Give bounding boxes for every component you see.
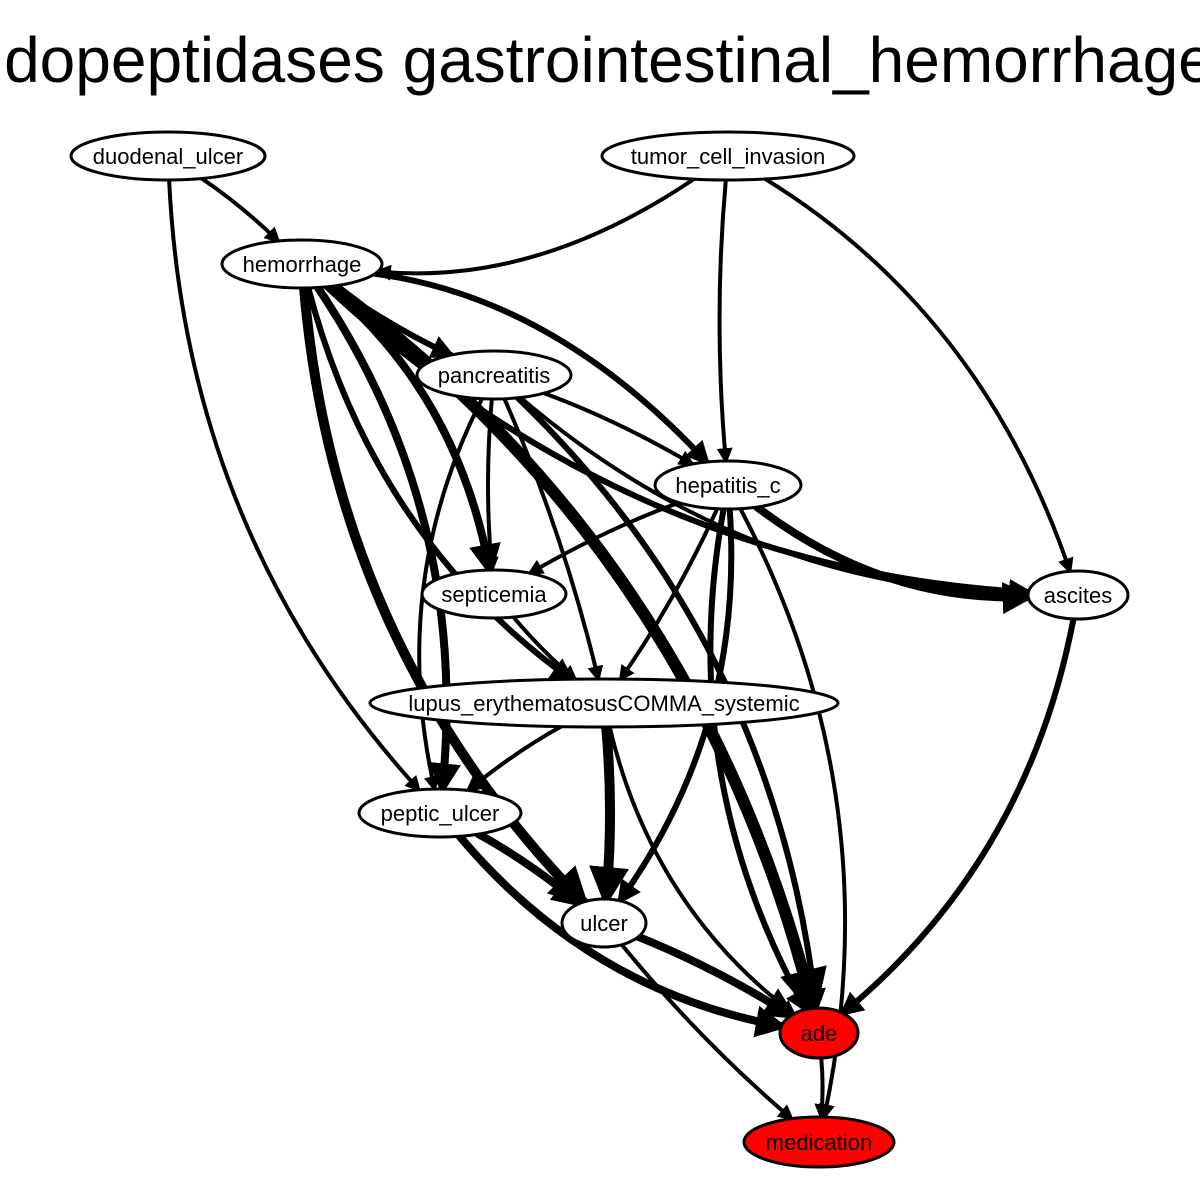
node-peptic_ulcer[interactable]: peptic_ulcer bbox=[357, 787, 523, 839]
edge-pancreatitis-to-septicemia bbox=[482, 396, 499, 574]
edge-hepatitis_c-to-ade bbox=[707, 505, 809, 1014]
node-shape-medication bbox=[742, 1115, 896, 1169]
edge-tumor_cell_invasion-to-ascites bbox=[763, 176, 1074, 575]
edge-ascites-to-ade bbox=[839, 615, 1077, 1017]
node-label-pancreatitis: pancreatitis bbox=[438, 363, 551, 388]
edge-tumor_cell_invasion-to-hemorrhage bbox=[374, 177, 696, 281]
node-label-peptic_ulcer: peptic_ulcer bbox=[381, 801, 500, 826]
node-ulcer[interactable]: ulcer bbox=[560, 897, 648, 949]
node-label-tumor_cell_invasion: tumor_cell_invasion bbox=[631, 144, 825, 169]
edge-ulcer-to-medication bbox=[619, 942, 795, 1121]
node-ascites[interactable]: ascites bbox=[1026, 569, 1130, 621]
node-duodenal_ulcer[interactable]: duodenal_ulcer bbox=[69, 130, 267, 182]
node-label-ascites: ascites bbox=[1044, 583, 1112, 608]
node-shape-ulcer bbox=[560, 897, 648, 949]
node-shape-pancreatitis bbox=[415, 349, 573, 401]
edge-lupus-to-ulcer bbox=[589, 721, 629, 907]
edge-hemorrhage-to-septicemia bbox=[324, 282, 501, 577]
edge-duodenal_ulcer-to-peptic_ulcer bbox=[167, 177, 422, 793]
node-label-ade: ade bbox=[801, 1021, 838, 1046]
node-shape-hemorrhage bbox=[220, 238, 384, 290]
node-label-hepatitis_c: hepatitis_c bbox=[675, 473, 780, 498]
node-label-ulcer: ulcer bbox=[580, 911, 628, 936]
node-layer: duodenal_ulcer tumor_cell_invasionhemorrh… bbox=[69, 130, 1130, 1169]
edge-layer bbox=[167, 176, 1077, 1121]
node-shape-lupus bbox=[368, 677, 840, 729]
edge-peptic_ulcer-to-ulcer bbox=[474, 830, 585, 908]
edge-hepatitis_c-to-ascites bbox=[752, 503, 1035, 615]
edge-hemorrhage-to-ulcer bbox=[299, 282, 590, 908]
node-tumor_cell_invasion[interactable]: tumor_cell_invasion bbox=[600, 130, 856, 182]
edge-hemorrhage-to-ascites bbox=[323, 283, 1034, 604]
edge-hepatitis_c-to-septicemia bbox=[527, 500, 681, 576]
edge-peptic_ulcer-to-ade bbox=[455, 832, 788, 1038]
node-ade[interactable]: ade bbox=[778, 1006, 860, 1060]
node-label-septicemia: septicemia bbox=[441, 582, 547, 607]
node-label-medication: medication bbox=[766, 1130, 872, 1155]
node-shape-ascites bbox=[1026, 569, 1130, 621]
edge-duodenal_ulcer-to-hemorrhage bbox=[199, 176, 281, 244]
node-label-lupus: lupus_erythematosusCOMMA_systemic bbox=[408, 691, 799, 716]
edge-hepatitis_c-to-lupus bbox=[618, 506, 720, 682]
edge-ade-to-medication bbox=[814, 1055, 831, 1121]
node-shape-duodenal_ulcer bbox=[69, 130, 267, 182]
edge-ulcer-to-ade bbox=[634, 932, 797, 1020]
edge-lupus-to-ade bbox=[607, 724, 797, 1016]
edge-pancreatitis-to-hepatitis_c bbox=[542, 391, 695, 467]
node-shape-peptic_ulcer bbox=[357, 787, 523, 839]
edge-septicemia-to-lupus bbox=[511, 615, 578, 682]
edge-pancreatitis-to-lupus bbox=[502, 396, 604, 683]
node-medication[interactable]: medication bbox=[742, 1115, 896, 1169]
node-lupus[interactable]: lupus_erythematosusCOMMA_systemic bbox=[368, 677, 840, 729]
node-septicemia[interactable]: septicemia bbox=[420, 568, 568, 620]
node-shape-hepatitis_c bbox=[653, 459, 803, 511]
node-pancreatitis[interactable]: pancreatitis bbox=[415, 349, 573, 401]
node-shape-septicemia bbox=[420, 568, 568, 620]
edge-hemorrhage-to-hepatitis_c bbox=[372, 270, 711, 466]
node-hemorrhage[interactable]: hemorrhage bbox=[220, 238, 384, 290]
edge-hemorrhage-to-lupus bbox=[305, 284, 575, 683]
edge-tumor_cell_invasion-to-hepatitis_c bbox=[716, 177, 733, 465]
node-label-duodenal_ulcer: duodenal_ulcer bbox=[93, 144, 243, 169]
node-label-hemorrhage: hemorrhage bbox=[243, 252, 362, 277]
node-shape-ade bbox=[778, 1006, 860, 1060]
node-shape-tumor_cell_invasion bbox=[600, 130, 856, 182]
edge-lupus-to-peptic_ulcer bbox=[465, 724, 563, 793]
node-hepatitis_c[interactable]: hepatitis_c bbox=[653, 459, 803, 511]
graph-title: endopeptidases gastrointestinal_hemorrha… bbox=[0, 24, 1200, 96]
